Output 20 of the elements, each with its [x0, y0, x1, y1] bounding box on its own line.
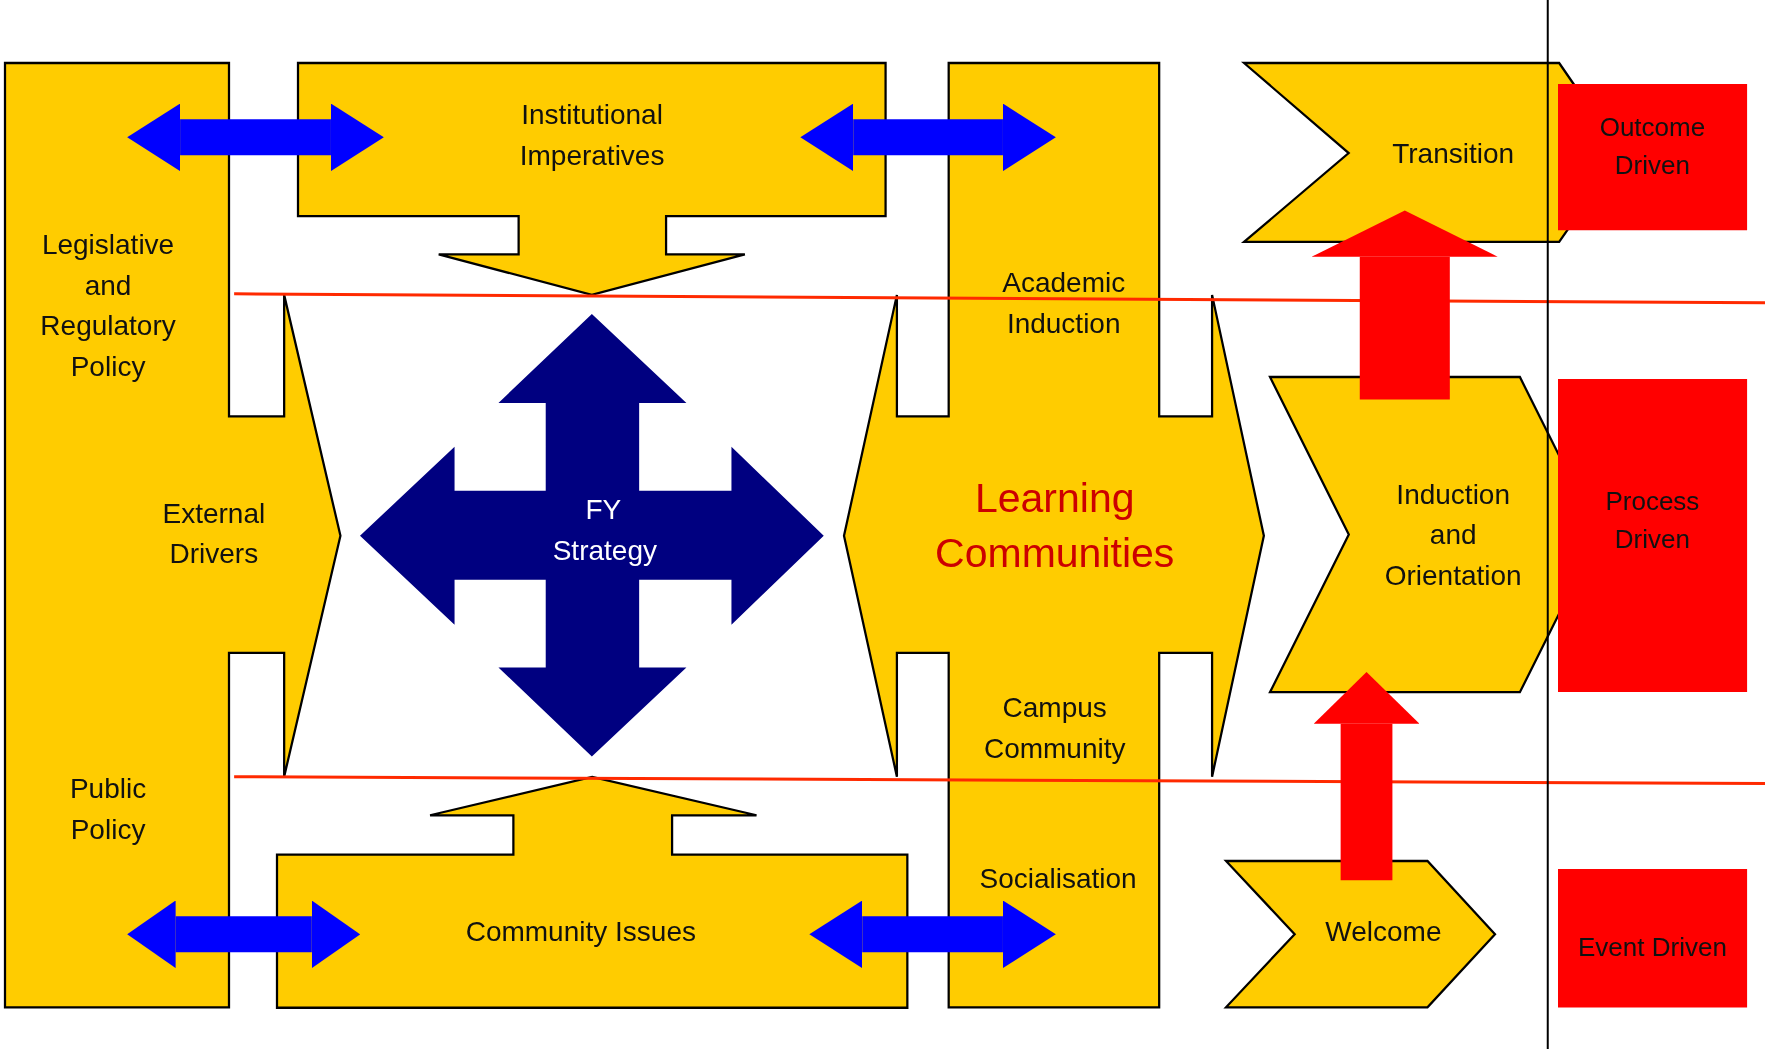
- block-arrow: [127, 900, 361, 969]
- node-label: Process Driven: [1604, 485, 1701, 557]
- node-label: Induction and Orientation: [1383, 477, 1523, 594]
- node-label: Legislative and Regulatory Policy: [39, 227, 177, 384]
- block-arrow: [809, 900, 1056, 969]
- node-label: Welcome: [1324, 914, 1443, 949]
- node-label: Event Driven: [1577, 930, 1728, 964]
- node-label: Community Issues: [464, 914, 697, 949]
- block-arrow: [800, 103, 1056, 172]
- node-label: External Drivers: [161, 497, 267, 572]
- node-label: Socialisation: [978, 861, 1138, 896]
- node-label: Academic Induction: [1001, 266, 1127, 341]
- block-arrow: [127, 103, 384, 172]
- node-label: Public Policy: [68, 772, 148, 848]
- block-arrow: [1313, 672, 1420, 881]
- node-label: Campus Community: [982, 691, 1127, 767]
- node-label: Outcome Driven: [1598, 111, 1707, 183]
- node-label: Transition: [1391, 136, 1516, 171]
- node-label: Learning Communities: [934, 473, 1176, 578]
- node-label: Institutional Imperatives: [518, 98, 666, 174]
